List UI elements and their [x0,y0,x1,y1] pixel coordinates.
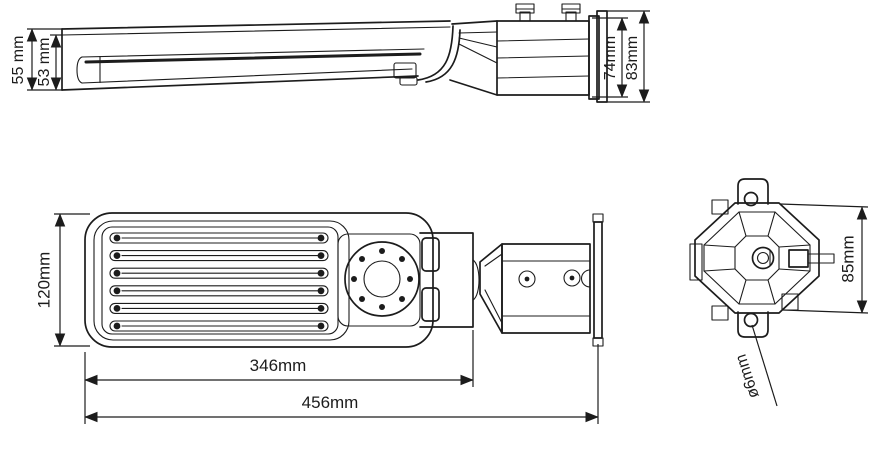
led-strip-array [109,232,329,332]
arm-end-notch [581,269,591,288]
clamp-block-bottom [421,287,440,322]
clamp-bolt-side [788,249,835,268]
octagon-clamp [694,202,835,314]
lamp-head-plan [84,212,434,348]
mount-tab-top [737,178,769,207]
dim-label-83mm: 83mm [624,36,641,80]
bracket-end-plate [596,10,608,103]
dim-label-120mm: 120mm [34,252,53,309]
dimension-456mm: 456mm [84,344,599,424]
led-strip [109,250,329,262]
mount-tab-bottom [737,311,769,338]
dimension-346mm: 346mm [84,330,474,424]
bracket-end-view: 85mm ø6mm [689,178,869,407]
mount-hole-top [743,191,759,207]
led-strip [109,232,329,244]
mounting-plate-plan [337,232,474,328]
dimension-53mm: 53 mm [36,34,62,91]
led-strip [109,285,329,297]
mount-hole-bottom [743,312,759,328]
dim-label-346mm: 346mm [250,356,307,375]
curved-arm-side [417,25,461,83]
lamp-head-side [61,20,451,91]
arm-hole-right [563,269,581,287]
bracket-bolt-right [561,3,581,22]
bracket-end-cap [588,15,600,100]
arm-hole-left [518,270,536,288]
dim-label-53mm: 53 mm [36,38,53,87]
dimension-120mm: 120mm [34,213,90,347]
dim-label-74mm: 74mm [602,36,619,80]
bracket-side [449,3,608,103]
pole-flange-plan [593,221,603,339]
side-elevation-view: 55 mm 53 mm 74mm 83mm [10,3,650,103]
arm-bracket-plan [472,213,604,347]
dimension-74mm: 74mm [592,17,628,98]
clamp-ribs [703,211,811,305]
clamp-hub-outer [751,246,775,270]
clamp-block-top [421,237,440,272]
led-strip [109,267,329,279]
bracket-bolt-left [515,3,535,22]
dim-label-55mm: 55 mm [10,36,27,85]
dimension-85mm: 85mm [779,203,869,314]
dimension-83mm: 83mm [607,10,650,103]
dim-label-85mm: 85mm [838,235,857,282]
led-strip [109,302,329,314]
led-strip [109,320,329,332]
dim-label-6mm: ø6mm [733,352,763,400]
dim-label-456mm: 456mm [302,393,359,412]
top-plan-view: 120mm 346mm 456mm [34,212,604,424]
clamp-hub-inner [756,251,770,265]
